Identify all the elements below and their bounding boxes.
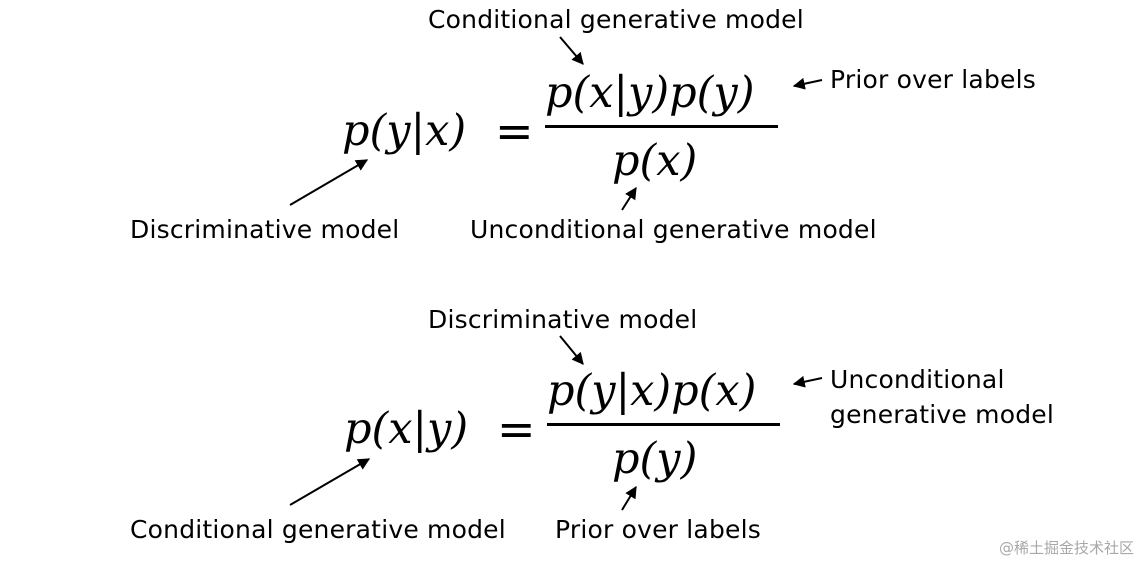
watermark: @稀土掘金技术社区 <box>998 539 1134 557</box>
arrow-icon <box>792 77 823 90</box>
arrow-icon <box>621 485 637 511</box>
label-conditional-generative-model-top: Conditional generative model <box>428 5 804 34</box>
fraction-bar-top <box>545 125 778 128</box>
equation-lhs-top: p(y|x) <box>342 106 467 156</box>
equation-numerator-top: p(x|y)p(y) <box>545 68 755 118</box>
label-generative-model-bottom: generative model <box>830 400 1054 429</box>
label-prior-over-labels-bottom: Prior over labels <box>555 515 761 544</box>
label-discriminative-model-bottom: Discriminative model <box>428 305 698 334</box>
label-unconditional-bottom: Unconditional <box>830 365 1005 394</box>
fraction-bar-bottom <box>547 423 780 426</box>
label-prior-over-labels-top: Prior over labels <box>830 65 1036 94</box>
label-discriminative-model-top: Discriminative model <box>130 215 400 244</box>
equation-numerator-bottom: p(y|x)p(x) <box>547 366 757 416</box>
arrow-icon <box>559 335 584 365</box>
label-conditional-generative-model-bottom: Conditional generative model <box>130 515 506 544</box>
arrow-icon <box>792 375 823 388</box>
equation-denominator-bottom: p(y) <box>612 434 698 484</box>
equation-denominator-top: p(x) <box>612 136 698 186</box>
equation-lhs-bottom: p(x|y) <box>344 404 469 454</box>
equals-sign-top: = <box>495 104 534 158</box>
arrow-icon <box>621 186 637 211</box>
arrow-icon <box>289 458 371 506</box>
arrow-icon <box>559 36 584 65</box>
arrow-icon <box>289 159 369 206</box>
label-unconditional-generative-model-top: Unconditional generative model <box>470 215 877 244</box>
equals-sign-bottom: = <box>497 402 536 456</box>
